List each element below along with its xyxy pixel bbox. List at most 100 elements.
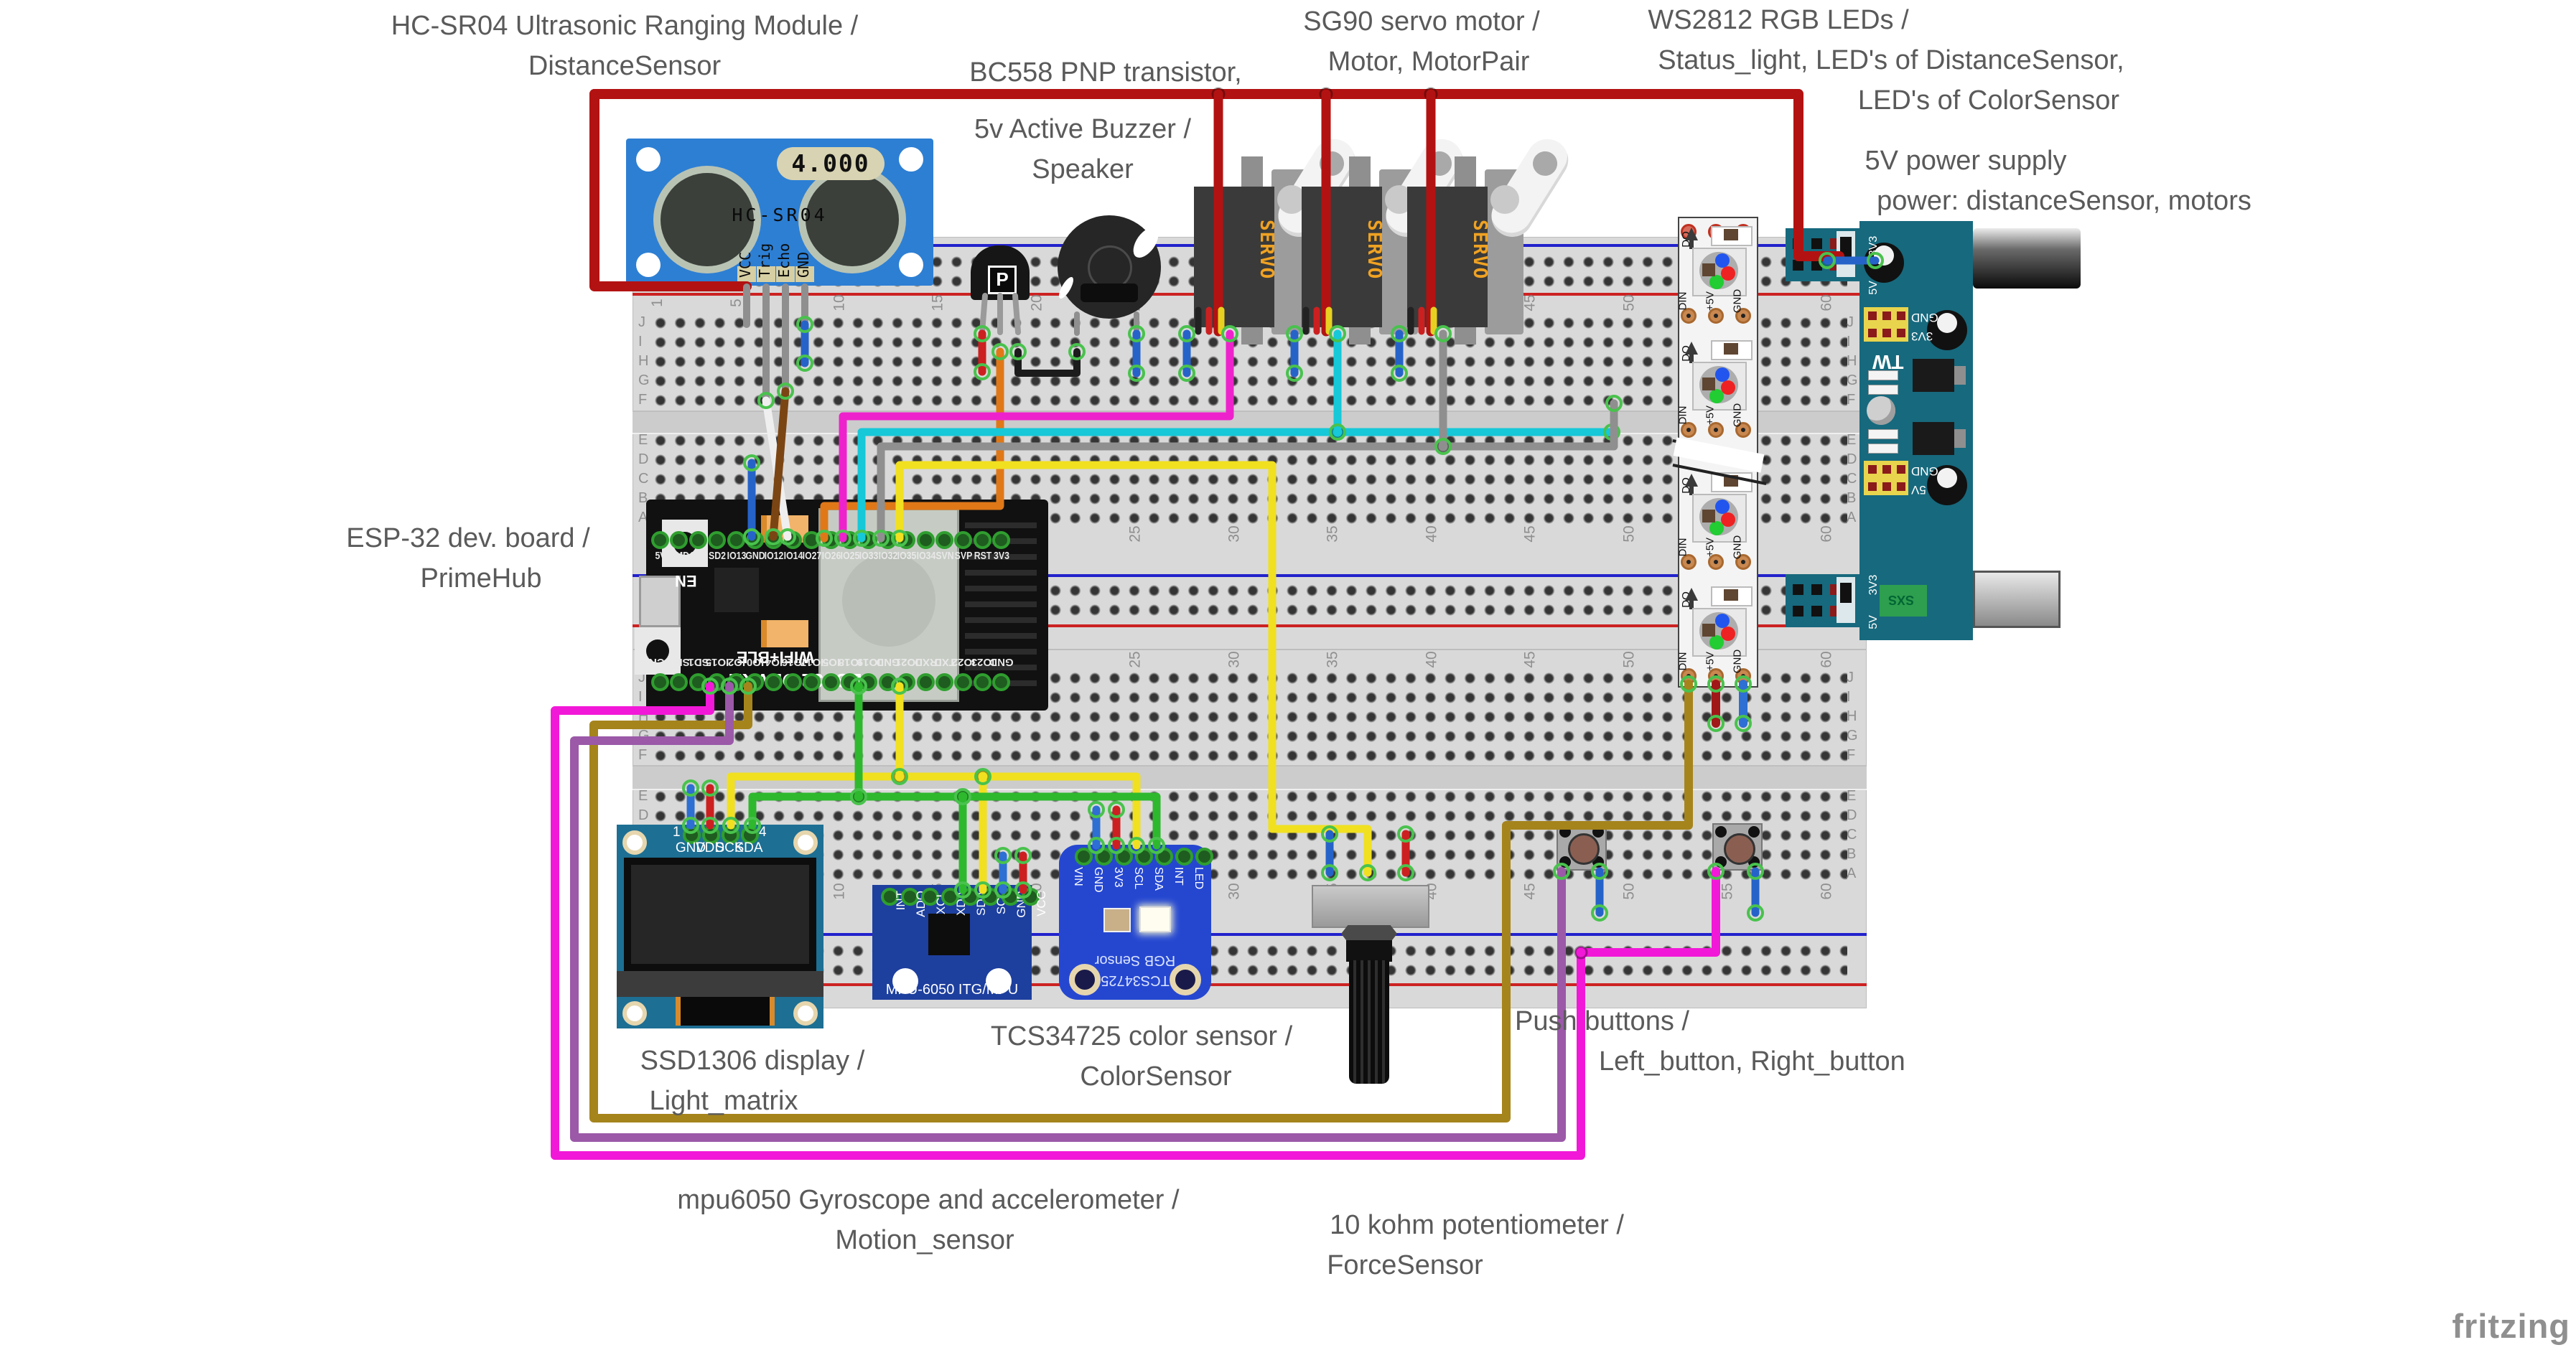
wire-brown-echo[interactable] xyxy=(769,387,790,541)
esp32-pin-hole[interactable] xyxy=(727,531,745,549)
breadboard-holes[interactable] xyxy=(651,942,1847,976)
ws2812-pad[interactable] xyxy=(1735,308,1751,324)
esp32-pin-hole[interactable] xyxy=(916,531,935,549)
voltage-selector[interactable] xyxy=(1927,465,1967,505)
ws2812-pad[interactable] xyxy=(1681,554,1697,570)
esp32-pin-label: CMD xyxy=(669,550,690,562)
bc558-transistor[interactable]: P xyxy=(971,245,1030,300)
connection-ring xyxy=(796,355,813,372)
breadboard-holes[interactable] xyxy=(651,787,1847,884)
tab-pin-hole[interactable] xyxy=(1793,260,1803,271)
boot-button[interactable] xyxy=(635,627,681,675)
header-pin[interactable] xyxy=(1897,311,1905,320)
wire-yellow-i2c-bus[interactable] xyxy=(727,772,1141,850)
esp32-pin-hole[interactable] xyxy=(992,673,1011,691)
esp32-pin-hole[interactable] xyxy=(992,531,1011,549)
header-pin[interactable] xyxy=(1868,329,1877,337)
header-pin[interactable] xyxy=(1868,311,1877,320)
led-lens xyxy=(1699,498,1738,535)
header-3v3[interactable] xyxy=(1864,307,1908,342)
wire-leg-bc558-3[interactable] xyxy=(1012,293,1021,335)
esp32-pin-hole[interactable] xyxy=(954,531,973,549)
connection-ring xyxy=(1088,837,1105,854)
mpu-pin-hole[interactable] xyxy=(901,888,919,906)
esp32-pin-hole[interactable] xyxy=(783,673,802,691)
led-die-red xyxy=(1721,627,1735,641)
esp32-pin-hole[interactable] xyxy=(973,531,991,549)
buzzer[interactable] xyxy=(1056,215,1164,319)
tcs-pin-hole[interactable] xyxy=(1175,848,1193,866)
esp32-devkit[interactable]: EN ESP32 DEVKIT WIFI+BLE 5VCMDSD3SD2IO13… xyxy=(635,500,1048,711)
esp32-pin-hole[interactable] xyxy=(803,673,821,691)
esp32-pin-hole[interactable] xyxy=(651,531,669,549)
header-pin[interactable] xyxy=(1882,482,1891,491)
ws2812-pad[interactable] xyxy=(1681,308,1697,324)
esp32-pin-hole[interactable] xyxy=(670,531,689,549)
ws2812-pad[interactable] xyxy=(1708,554,1724,570)
wire-gray-servo3-main[interactable] xyxy=(877,399,1618,543)
esp32-pin-hole[interactable] xyxy=(841,673,859,691)
esp32-pin-hole[interactable] xyxy=(670,673,689,691)
header-pin[interactable] xyxy=(1882,311,1891,320)
esp32-pin-hole[interactable] xyxy=(821,673,840,691)
voltage-selector[interactable] xyxy=(1927,310,1967,350)
wire-red-drop-power[interactable] xyxy=(1793,89,1844,261)
ws2812-pad[interactable] xyxy=(1708,422,1724,438)
esp32-pin-hole[interactable] xyxy=(765,673,783,691)
wire-purple-left-button[interactable] xyxy=(570,682,1566,1142)
row-letter: G xyxy=(638,372,650,388)
pot-shaft[interactable] xyxy=(1349,960,1389,1084)
esp32-pin-hole[interactable] xyxy=(954,673,973,691)
esp32-pin-hole[interactable] xyxy=(916,673,935,691)
connection-ring xyxy=(1178,325,1195,342)
wire-cyan-servo2-main[interactable] xyxy=(857,428,1616,543)
tab-pin-hole[interactable] xyxy=(1811,606,1822,617)
row-letter: E xyxy=(1847,432,1857,448)
esp32-pin-hole[interactable] xyxy=(689,531,707,549)
wire-magenta-servo1[interactable] xyxy=(839,329,1234,543)
esp32-pin-hole[interactable] xyxy=(708,531,727,549)
tcs-pin-hole[interactable] xyxy=(1195,848,1213,866)
esp32-pin-hole[interactable] xyxy=(935,531,953,549)
power-switch[interactable] xyxy=(1837,577,1855,623)
esp32-pin-hole[interactable] xyxy=(935,673,953,691)
esp32-pin-hole[interactable] xyxy=(859,673,878,691)
mpu-pin-hole[interactable] xyxy=(881,888,899,906)
header-pin[interactable] xyxy=(1868,465,1877,474)
wire-black-jumper-buzzer[interactable] xyxy=(1014,348,1081,377)
servo-motor-3[interactable]: SERVO xyxy=(1407,131,1577,344)
right-push-button[interactable] xyxy=(1712,823,1763,871)
tab-pin-hole[interactable] xyxy=(1811,238,1822,249)
header-pin[interactable] xyxy=(1897,329,1905,337)
header-pin[interactable] xyxy=(1882,329,1891,337)
tab-pin-hole[interactable] xyxy=(1793,606,1803,617)
header-pin[interactable] xyxy=(1882,465,1891,474)
ws2812-pad[interactable] xyxy=(1681,422,1697,438)
connection-ring xyxy=(796,316,813,333)
connection-ring xyxy=(1128,325,1145,342)
header-pin[interactable] xyxy=(1897,465,1905,474)
wire-magenta-right-button[interactable] xyxy=(551,682,1720,1160)
ws2812-pad[interactable] xyxy=(1735,422,1751,438)
esp32-pin-hole[interactable] xyxy=(651,673,669,691)
esp32-pin-label: IO25 xyxy=(840,550,860,562)
wire-gold-ws2812-din[interactable] xyxy=(589,680,1693,1122)
header-pin[interactable] xyxy=(1897,482,1905,491)
header-5v[interactable] xyxy=(1864,461,1908,495)
ssd-pin-hole[interactable] xyxy=(741,826,759,844)
header-pin[interactable] xyxy=(1868,482,1877,491)
ws2812-pad[interactable] xyxy=(1735,554,1751,570)
tab-pin-hole[interactable] xyxy=(1811,584,1822,595)
row-letter: B xyxy=(1847,846,1857,862)
wire-red-bus-left[interactable] xyxy=(589,89,752,291)
ws2812-pad[interactable] xyxy=(1708,308,1724,324)
esp32-pin-hole[interactable] xyxy=(973,673,991,691)
mpu-pin-hole[interactable] xyxy=(921,888,939,906)
wire-yellow-pot[interactable] xyxy=(895,461,1372,877)
tab-pin-hole[interactable] xyxy=(1793,584,1803,595)
